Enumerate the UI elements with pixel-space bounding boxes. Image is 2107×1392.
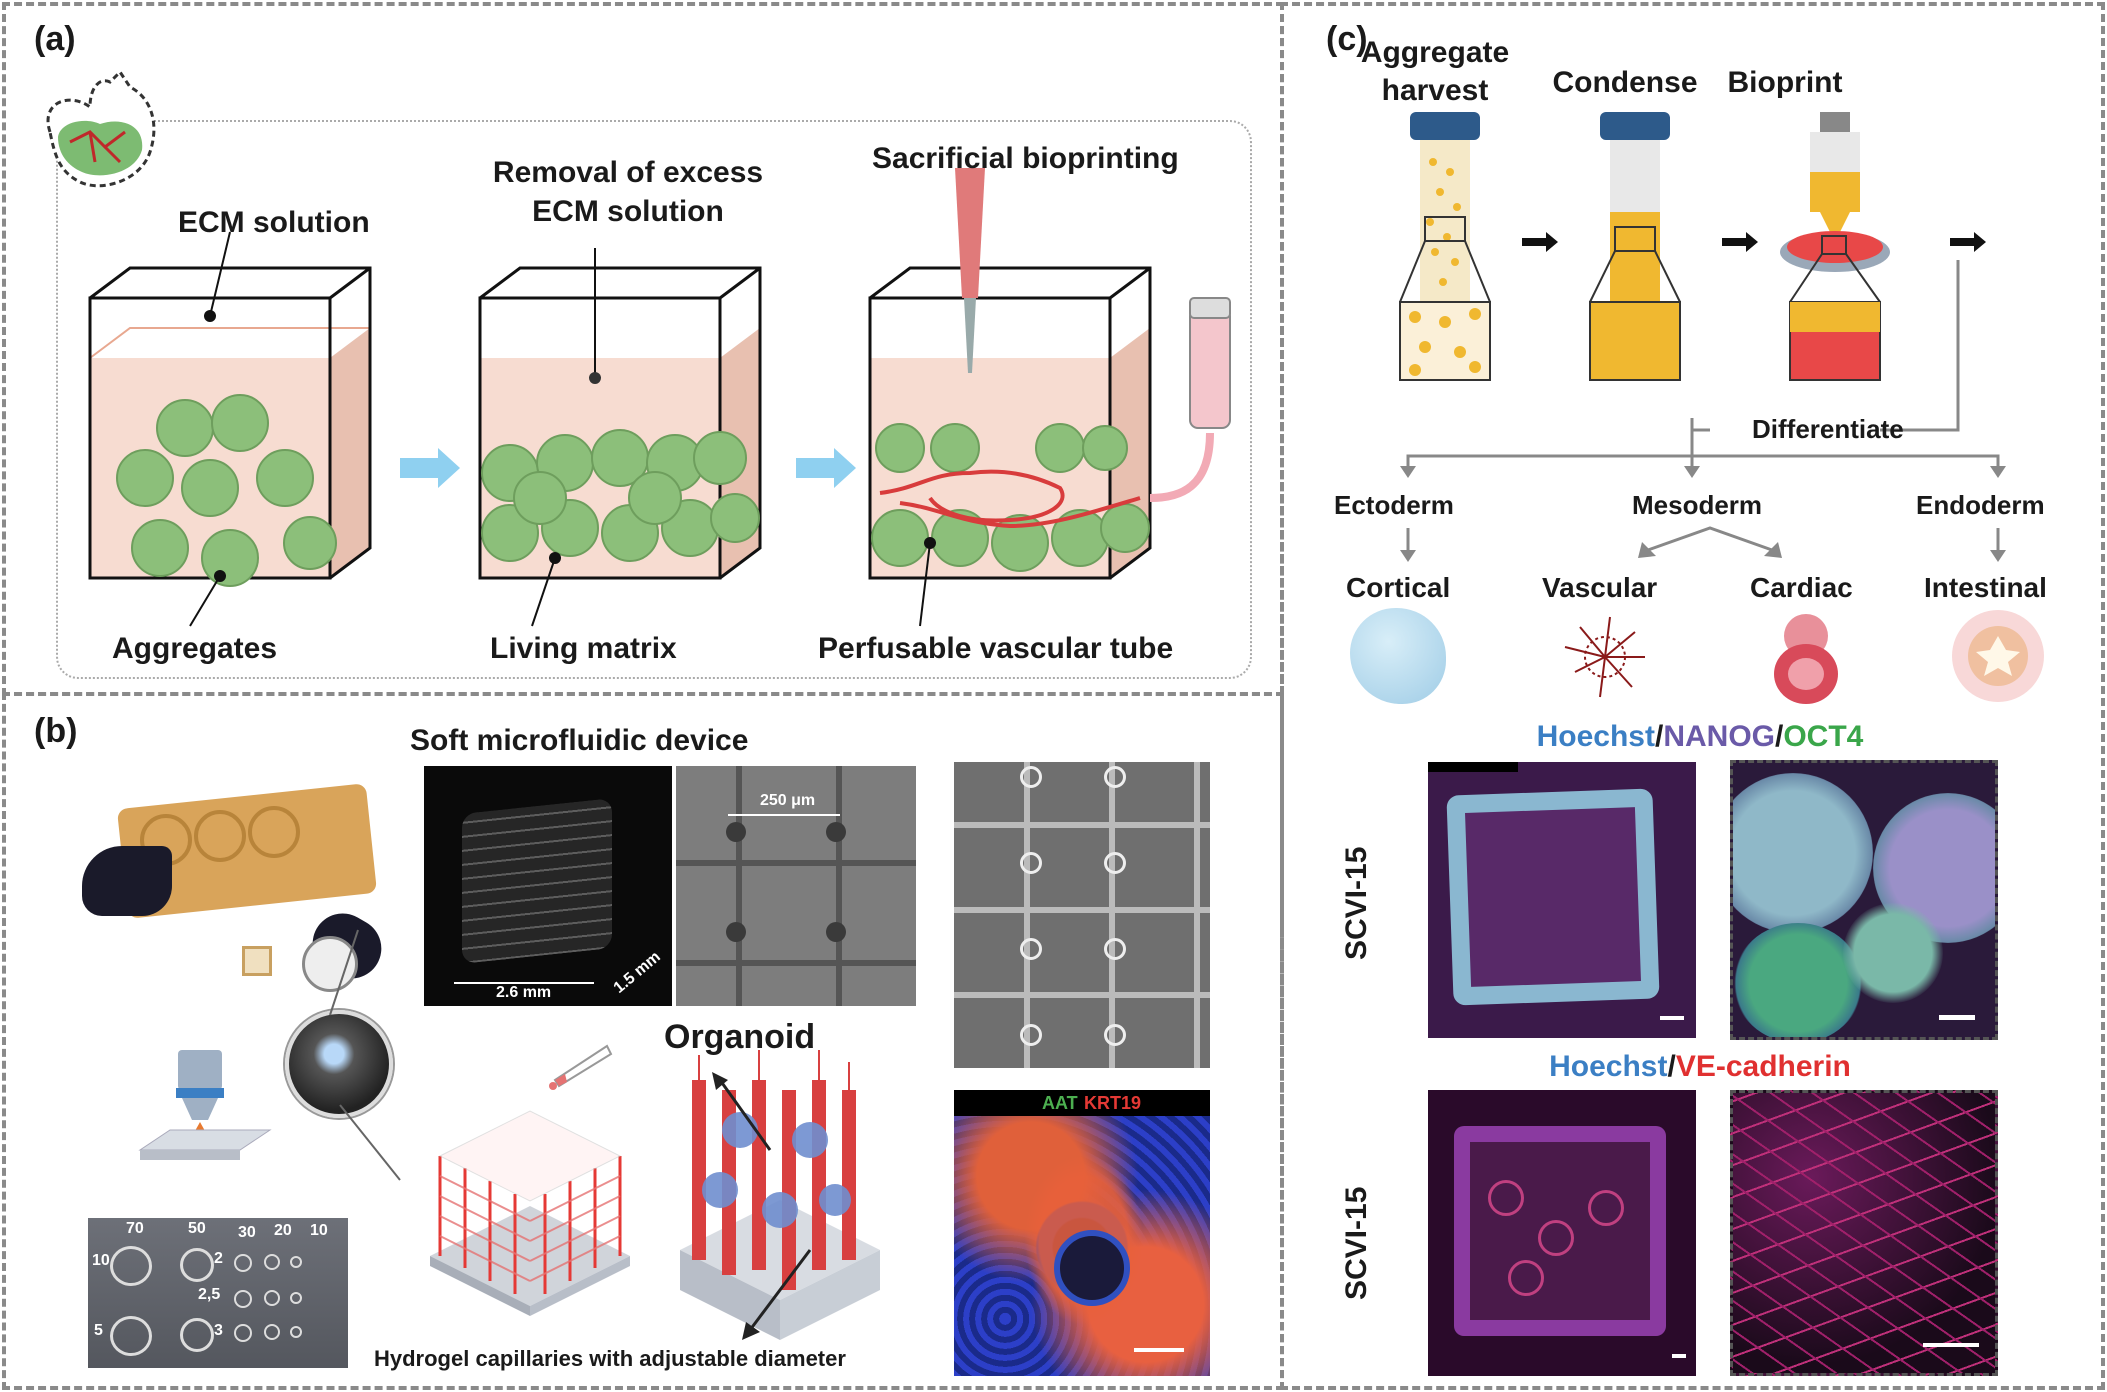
panel-b-letter: (b) — [34, 712, 78, 750]
nanog-oct4-overview — [1428, 762, 1696, 1038]
stain-title-1: Hoechst/NANOG/OCT4 — [1420, 720, 1980, 754]
label-cortical: Cortical — [1346, 572, 1451, 603]
vecadherin-zoom — [1730, 1090, 1998, 1376]
organoid-label: Organoid — [664, 1018, 816, 1056]
label-perfusable-vascular-tube: Perfusable vascular tube — [818, 632, 1174, 665]
hole-label-5: 5 — [94, 1322, 103, 1339]
hole-label-2: 2 — [214, 1250, 223, 1267]
scale-2-6mm: 2.6 mm — [496, 984, 552, 1001]
stain-krt19: KRT19 — [1084, 1093, 1142, 1113]
box-living-matrix — [478, 248, 762, 627]
vecadherin-overview — [1428, 1090, 1696, 1376]
hole-label-20: 20 — [274, 1222, 292, 1239]
label-removal-line2: ECM solution — [532, 195, 724, 228]
bioprint-device — [1780, 112, 1890, 381]
hole-label-30: 30 — [238, 1224, 256, 1241]
panel-b-caption: Hydrogel capillaries with adjustable dia… — [374, 1346, 846, 1371]
step-bioprint: Bioprint — [1727, 66, 1843, 99]
heart-icon — [46, 69, 156, 188]
label-differentiate: Differentiate — [1752, 414, 1904, 444]
stain-hoechst-2: Hoechst — [1549, 1050, 1668, 1083]
label-living-matrix: Living matrix — [490, 632, 677, 665]
cardiac-organoid-icon — [1774, 614, 1838, 704]
wafer-holes-photo: 70 50 30 20 10 10 2 2,5 5 3 — [88, 1218, 348, 1368]
aggregate-harvest-tube — [1399, 112, 1491, 381]
zoom-circle — [285, 1010, 393, 1118]
grid-micrograph: 250 μm — [676, 766, 916, 1006]
box-ecm-solution — [88, 231, 372, 627]
panel-b-title: Soft microfluidic device — [410, 724, 749, 757]
step-aggregate-line2: harvest — [1381, 74, 1489, 107]
sample-label-2: SCVI-15 — [1340, 1186, 1373, 1300]
ct-cube-photo: 2.6 mm 1.5 mm — [424, 766, 672, 1006]
process-arrow-1 — [400, 448, 460, 488]
condense-tube — [1589, 112, 1681, 381]
aat-krt19-micrograph: AAT KRT19 — [954, 1090, 1210, 1376]
panel-a-inner-box — [56, 120, 1252, 679]
label-mesoderm: Mesoderm — [1632, 490, 1763, 520]
box-sacrificial-bioprinting — [868, 168, 1231, 627]
hole-label-10-top: 10 — [310, 1222, 328, 1239]
stain-title-2: Hoechst/VE-cadherin — [1420, 1050, 1980, 1084]
stain-aat: AAT — [1042, 1093, 1078, 1113]
organoid-wells-photo — [954, 762, 1210, 1068]
stain-sep-2: / — [1667, 1050, 1676, 1083]
scale-250um: 250 μm — [760, 792, 816, 809]
stain-oct4: OCT4 — [1783, 720, 1864, 753]
stain-nanog: NANOG — [1663, 720, 1775, 753]
stain-hoechst-1: Hoechst — [1536, 720, 1655, 753]
nanog-oct4-zoom — [1730, 760, 1998, 1040]
label-aggregates: Aggregates — [112, 632, 278, 665]
panel-c-letter: (c) — [1326, 20, 1368, 58]
panel-a-letter: (a) — [34, 20, 76, 58]
pipette-icon — [549, 1044, 613, 1090]
label-ectoderm: Ectoderm — [1334, 490, 1454, 520]
label-removal-line1: Removal of excess — [492, 156, 764, 189]
hydrogel-capillary-cube — [430, 1110, 630, 1316]
intestinal-organoid-icon — [1952, 610, 2044, 702]
label-endoderm: Endoderm — [1916, 490, 2045, 520]
zoom-connector — [329, 929, 401, 1181]
vascular-organoid-icon — [1564, 616, 1645, 698]
step-condense: Condense — [1552, 66, 1698, 99]
hole-label-2-5: 2,5 — [198, 1286, 221, 1303]
arrow-c-2 — [1722, 232, 1758, 252]
process-arrow-2 — [796, 448, 856, 488]
label-ecm-solution: ECM solution — [178, 206, 370, 239]
sample-label-1: SCVI-15 — [1340, 846, 1373, 960]
stain-sep-1a: / — [1654, 720, 1664, 753]
microscope-objective-icon — [138, 1050, 272, 1160]
cortical-organoid-icon — [1350, 608, 1446, 704]
hole-label-50: 50 — [188, 1220, 206, 1237]
organoid-scaffold-diagram — [680, 1050, 880, 1340]
scale-1-5mm: 1.5 mm — [610, 948, 664, 997]
differentiation-tree — [1400, 260, 2006, 562]
stain-sep-1b: / — [1775, 720, 1784, 753]
label-cardiac: Cardiac — [1750, 572, 1853, 603]
arrow-c-1 — [1522, 232, 1558, 252]
hole-label-3: 3 — [214, 1322, 223, 1339]
arrow-c-3 — [1950, 232, 1986, 252]
label-sacrificial-bioprinting: Sacrificial bioprinting — [872, 142, 1179, 175]
device-photo — [82, 766, 412, 1056]
stain-vecadherin: VE-cadherin — [1675, 1050, 1851, 1083]
label-vascular: Vascular — [1542, 572, 1658, 603]
step-aggregate-line1: Aggregate — [1360, 36, 1510, 69]
hole-label-70: 70 — [126, 1220, 144, 1237]
panel-c-frame — [1280, 2, 2105, 1390]
hole-label-10-left: 10 — [92, 1252, 110, 1269]
label-intestinal: Intestinal — [1924, 572, 2047, 603]
